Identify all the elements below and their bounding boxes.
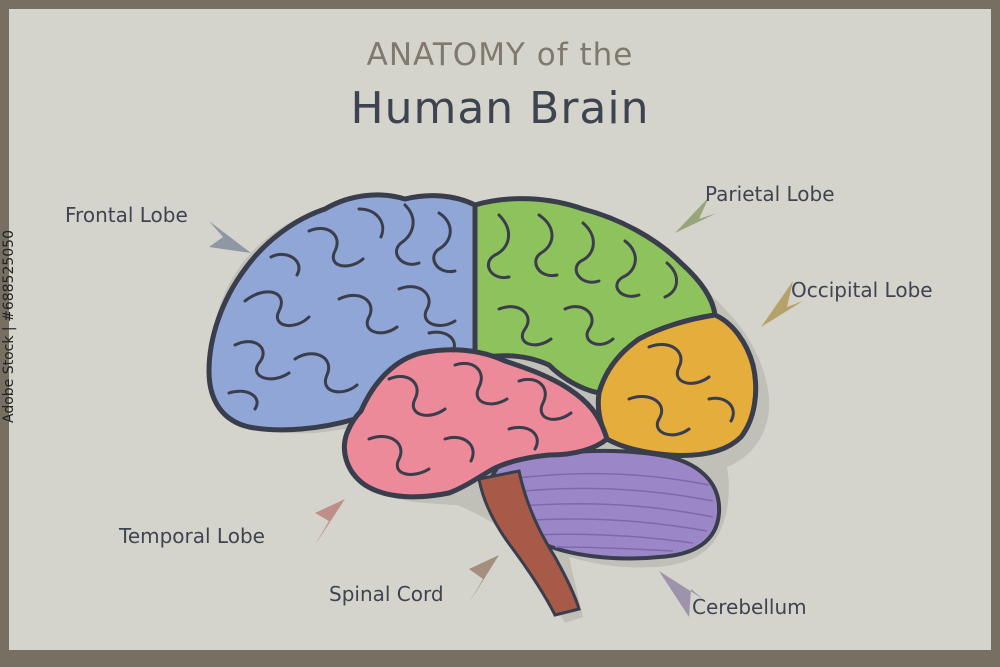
title-main: Human Brain	[350, 83, 650, 134]
temporal-lobe-arrow	[315, 499, 345, 545]
brain-folds	[227, 203, 735, 476]
parietal-lobe-arrow	[675, 197, 717, 233]
occipital-lobe	[595, 312, 759, 458]
label-spinal-cord: Spinal Cord	[329, 582, 444, 606]
spinal-cord	[477, 469, 581, 617]
label-parietal-lobe: Parietal Lobe	[705, 182, 835, 206]
spinal-cord-arrow	[469, 555, 499, 603]
cerebellum-arrow	[659, 571, 703, 617]
label-cerebellum: Cerebellum	[692, 595, 807, 619]
brain-diagram	[206, 192, 803, 624]
occipital-lobe-arrow	[761, 281, 803, 327]
label-occipital-lobe: Occipital Lobe	[791, 278, 933, 302]
frontal-lobe-arrow	[209, 221, 251, 253]
cerebellum-folds	[504, 472, 714, 552]
label-temporal-lobe: Temporal Lobe	[119, 524, 265, 548]
title-line-1: ANATOMY of the	[366, 37, 634, 73]
stock-id-watermark: Adobe Stock | #688525050	[1, 230, 17, 423]
poster-background: ANATOMY of the Human Brain	[9, 9, 991, 650]
label-frontal-lobe: Frontal Lobe	[65, 203, 188, 227]
